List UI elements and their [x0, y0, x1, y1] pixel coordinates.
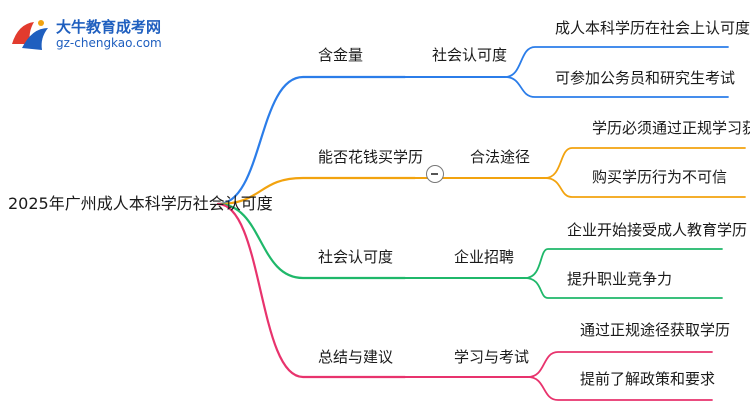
branch-summary-label[interactable]: 总结与建议 [318, 348, 394, 366]
branch-buy-leaf-2[interactable]: 购买学历行为不可信 [592, 168, 728, 186]
branch-buy-leaf-1[interactable]: 学历必须通过正规学习获得 [592, 119, 750, 137]
branch-summary-child[interactable]: 学习与考试 [454, 348, 530, 366]
edge-value-leaf-2 [504, 76, 729, 98]
edge-buy-leaf-2 [544, 177, 746, 198]
branch-buy-label[interactable]: 能否花钱买学历 [318, 148, 424, 166]
edge-summary-leaf-1 [527, 351, 713, 378]
edge-root-value [216, 75, 407, 206]
branch-buy-child[interactable]: 合法途径 [470, 148, 531, 166]
branch-value-child[interactable]: 社会认可度 [432, 46, 508, 64]
branch-recognition-label[interactable]: 社会认可度 [318, 248, 394, 266]
branch-summary-leaf-1[interactable]: 通过正规途径获取学历 [580, 321, 731, 339]
edge-root-recognition [216, 202, 407, 280]
edge-root-buy [216, 176, 417, 206]
collapse-toggle-button[interactable] [426, 165, 444, 183]
branch-value-label[interactable]: 含金量 [318, 46, 364, 64]
branch-recognition-leaf-1[interactable]: 企业开始接受成人教育学历 [567, 221, 748, 239]
logo-url: gz-chengkao.com [56, 36, 162, 50]
edge-value-leaf-1 [504, 46, 729, 78]
branch-recognition-child[interactable]: 企业招聘 [454, 248, 515, 266]
edge-root-summary [216, 202, 407, 379]
site-logo[interactable]: 大牛教育成考网 gz-chengkao.com [8, 14, 208, 54]
root-topic[interactable]: 2025年广州成人本科学历社会认可度 [8, 194, 273, 213]
branch-recognition-leaf-2[interactable]: 提升职业竞争力 [567, 270, 673, 288]
edge-recognition-leaf-2 [524, 277, 723, 299]
edge-buy-leaf-1 [544, 147, 746, 179]
edge-summary-leaf-2 [527, 376, 713, 401]
logo-title: 大牛教育成考网 [56, 18, 162, 36]
branch-value-leaf-1[interactable]: 成人本科学历在社会上认可度高 [555, 19, 750, 37]
logo-mark-icon [12, 20, 48, 50]
edge-recognition-leaf-1 [524, 248, 723, 279]
branch-summary-leaf-2[interactable]: 提前了解政策和要求 [580, 370, 716, 388]
branch-value-leaf-2[interactable]: 可参加公务员和研究生考试 [555, 69, 736, 87]
